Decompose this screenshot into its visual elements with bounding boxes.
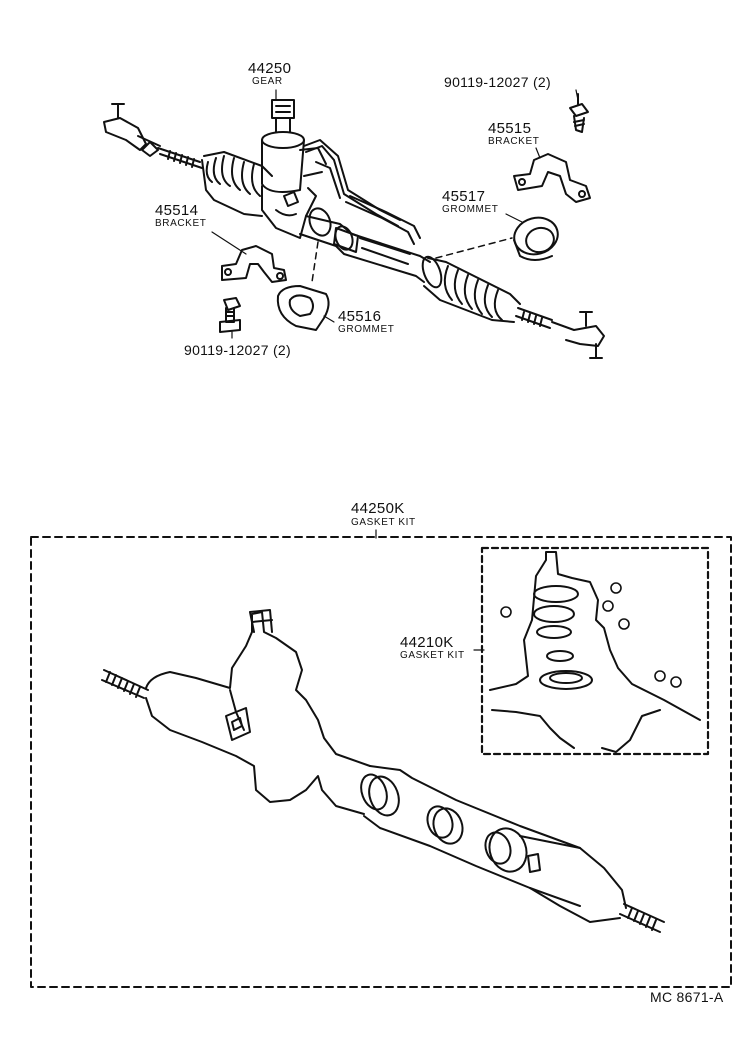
gasket-kit-parts-detail: [489, 551, 701, 753]
right-threaded-rod: [515, 307, 553, 329]
bracket-right-part-name: BRACKET: [488, 136, 540, 147]
grommet-left: [276, 285, 330, 331]
gear-housing: [261, 99, 327, 239]
grommet-right-part-name: GROMMET: [442, 204, 499, 215]
bolt-top-part-number: 90119-12027 (2): [444, 74, 551, 90]
left-boot: [201, 151, 273, 217]
gasket-kit-detail-outline: [480, 546, 710, 756]
gear-housing-bottom: [101, 609, 665, 933]
grommet-left-part-name: GROMMET: [338, 324, 395, 335]
guide-lines: [311, 237, 513, 283]
gear-part-number: 44250: [248, 60, 292, 77]
bracket-right-part-number: 45515: [488, 120, 532, 137]
right-boot: [421, 255, 521, 323]
center-tube: [299, 207, 431, 283]
grommet-right-part-number: 45517: [442, 188, 486, 205]
hydraulic-lines: [303, 139, 421, 245]
bolt-top: [569, 93, 589, 133]
gasket-kit-sub-part-name: GASKET KIT: [400, 650, 465, 661]
grommet-left-part-number: 45516: [338, 308, 382, 325]
bracket-left-part-name: BRACKET: [155, 218, 207, 229]
bracket-right: [513, 153, 591, 203]
gasket-kit-main-part-name: GASKET KIT: [351, 517, 416, 528]
gasket-kit-leaders: [375, 529, 485, 651]
bracket-left-part-number: 45514: [155, 202, 199, 219]
gasket-kit-sub-part-number: 44210K: [400, 634, 454, 651]
bolt-bottom: [219, 297, 241, 333]
gear-part-name: GEAR: [252, 76, 283, 87]
left-threaded-rod: [157, 147, 203, 169]
gasket-kit-main-part-number: 44250K: [351, 500, 405, 517]
leader-lines-top: [211, 89, 579, 339]
bolt-bottom-part-number: 90119-12027 (2): [184, 342, 291, 358]
gasket-kit-outline: [30, 536, 732, 988]
diagram-code: MC 8671-A: [650, 989, 724, 1005]
small-nuts: [500, 582, 682, 688]
gear-assembly-top: [103, 89, 605, 359]
left-tie-rod-end: [103, 103, 161, 157]
right-tie-rod-end: [551, 311, 605, 359]
bracket-left: [221, 245, 287, 283]
grommet-right: [513, 216, 559, 261]
